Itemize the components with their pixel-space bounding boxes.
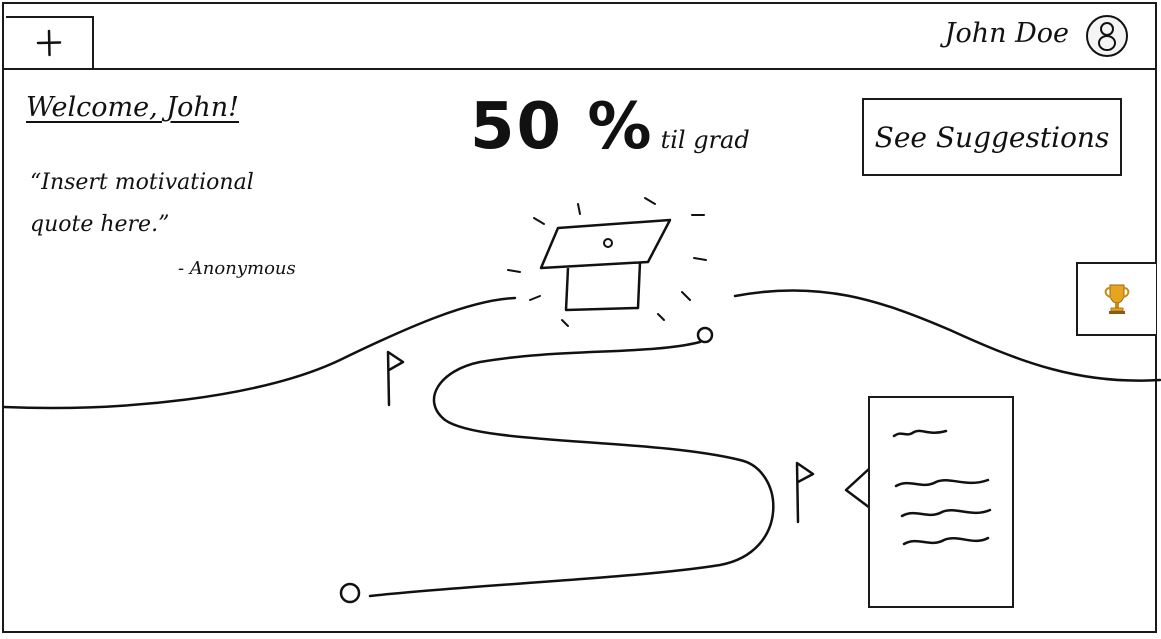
path-start-circle[interactable] bbox=[339, 582, 361, 604]
welcome-heading: Welcome, John! bbox=[26, 92, 239, 123]
see-suggestions-button[interactable]: See Suggestions bbox=[862, 98, 1122, 176]
user-avatar-icon bbox=[1086, 15, 1128, 57]
trophy-icon bbox=[1104, 284, 1130, 314]
progress-value: 50 % bbox=[470, 90, 654, 164]
quote-author: - Anonymous bbox=[178, 258, 296, 279]
trophy-button[interactable] bbox=[1076, 262, 1156, 336]
user-name: John Doe bbox=[944, 18, 1069, 49]
milestone-flag-1[interactable] bbox=[386, 350, 405, 407]
milestone-flag-2[interactable] bbox=[795, 461, 815, 524]
user-avatar-button[interactable] bbox=[1085, 14, 1129, 58]
graduation-cap-icon bbox=[539, 218, 672, 312]
graduation-progress: 50 % til grad bbox=[470, 90, 750, 164]
flag-icon bbox=[795, 461, 815, 524]
flag-icon bbox=[386, 350, 405, 407]
top-bar bbox=[4, 4, 1155, 70]
note-lines bbox=[892, 429, 992, 546]
speech-bubble-icon[interactable] bbox=[868, 396, 1014, 608]
sparkle-lines bbox=[507, 197, 707, 327]
add-button[interactable] bbox=[6, 16, 94, 70]
motivational-quote: “Insert motivational quote here.” bbox=[30, 170, 254, 237]
progress-suffix: til grad bbox=[660, 126, 750, 154]
path-end-circle[interactable] bbox=[696, 326, 714, 344]
plus-icon bbox=[36, 29, 62, 57]
graduation-cap-goal[interactable] bbox=[507, 197, 707, 327]
